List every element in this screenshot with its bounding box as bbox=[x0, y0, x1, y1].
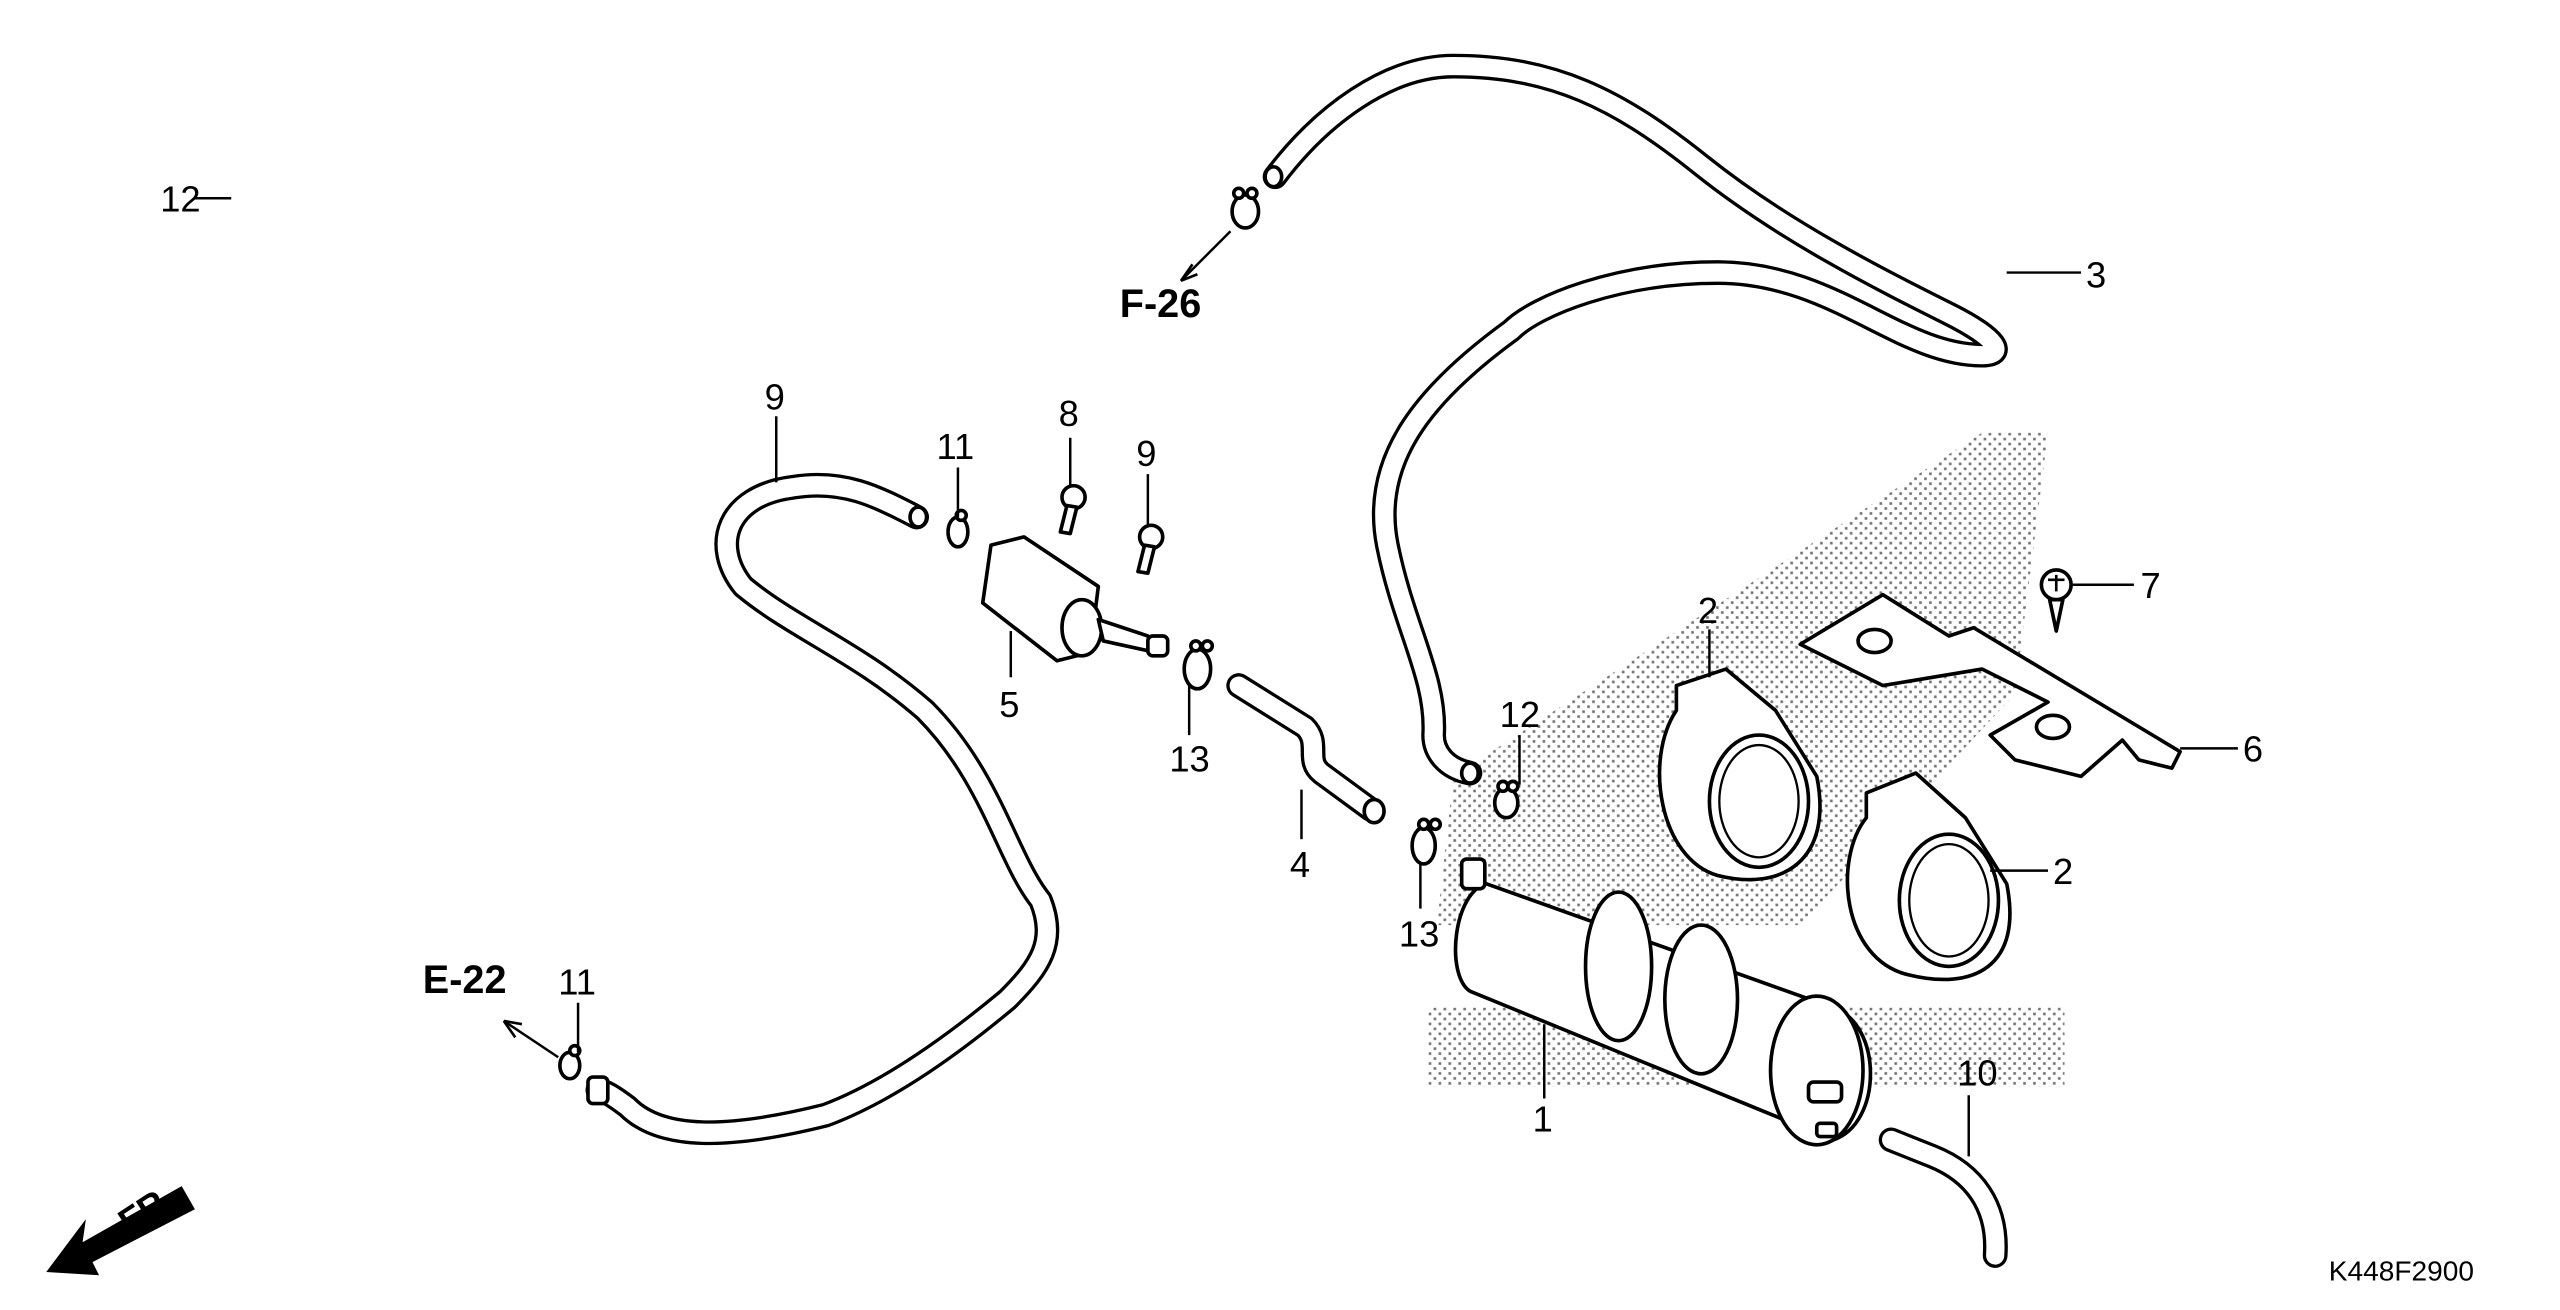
hose-6[interactable] bbox=[585, 472, 1060, 1146]
bolt-9-right[interactable] bbox=[1136, 523, 1165, 576]
bracket-8[interactable] bbox=[1798, 592, 2182, 779]
callout-11-upper[interactable]: 11 bbox=[936, 426, 974, 467]
callout-7[interactable]: 5 bbox=[999, 684, 1019, 725]
reference-e22[interactable]: E-22 bbox=[423, 958, 507, 1002]
bolt-9-left[interactable] bbox=[1058, 483, 1087, 536]
clip-13-upper[interactable] bbox=[1182, 639, 1215, 691]
callout-6[interactable]: 9 bbox=[765, 377, 785, 418]
reference-f26[interactable]: F-26 bbox=[1120, 282, 1201, 326]
clip-13-lower[interactable] bbox=[1410, 817, 1443, 866]
hose-4[interactable] bbox=[1226, 673, 1386, 825]
callout-5[interactable]: 10 bbox=[1957, 1052, 1997, 1093]
clip-12-upper[interactable] bbox=[1230, 186, 1261, 230]
clamp-band-2-upper[interactable] bbox=[1657, 667, 1822, 882]
callout-9-left[interactable]: 8 bbox=[1059, 393, 1079, 434]
clip-12-lower[interactable] bbox=[1492, 779, 1520, 820]
callout-3[interactable]: 3 bbox=[2086, 254, 2106, 295]
drawing-code: K448F2900 bbox=[2329, 1255, 2474, 1286]
callout-8[interactable]: 6 bbox=[2243, 729, 2263, 770]
hose-5[interactable] bbox=[1878, 1127, 2008, 1268]
clip-11-lower[interactable] bbox=[558, 1043, 582, 1081]
callout-12-upper[interactable]: 12 bbox=[160, 178, 200, 219]
clamp-band-2-lower[interactable] bbox=[1845, 771, 2012, 982]
callout-13-upper[interactable]: 13 bbox=[1169, 738, 1209, 779]
callout-2-lower[interactable]: 2 bbox=[2053, 851, 2073, 892]
callout-labels: 12 3 9 11 8 9 2 7 6 5 13 12 4 2 13 1 10 … bbox=[160, 178, 2263, 1139]
callout-11-lower[interactable]: 11 bbox=[558, 961, 596, 1002]
leader-lines bbox=[194, 196, 2238, 1157]
callout-10[interactable]: 7 bbox=[2140, 565, 2160, 606]
screw-10[interactable] bbox=[2039, 568, 2073, 633]
callout-13-lower[interactable]: 13 bbox=[1399, 914, 1439, 955]
callout-12-lower[interactable]: 12 bbox=[1500, 694, 1540, 735]
callout-2-upper[interactable]: 2 bbox=[1698, 590, 1718, 631]
front-direction-arrow-icon: FR. bbox=[46, 1176, 195, 1276]
callout-4[interactable]: 4 bbox=[1290, 844, 1310, 885]
solenoid-valve-7[interactable] bbox=[980, 535, 1170, 663]
hose-3[interactable] bbox=[1262, 53, 2008, 786]
canister-1[interactable] bbox=[1453, 857, 1873, 1147]
callout-9-right[interactable]: 9 bbox=[1136, 433, 1156, 474]
callout-1[interactable]: 1 bbox=[1533, 1099, 1553, 1140]
